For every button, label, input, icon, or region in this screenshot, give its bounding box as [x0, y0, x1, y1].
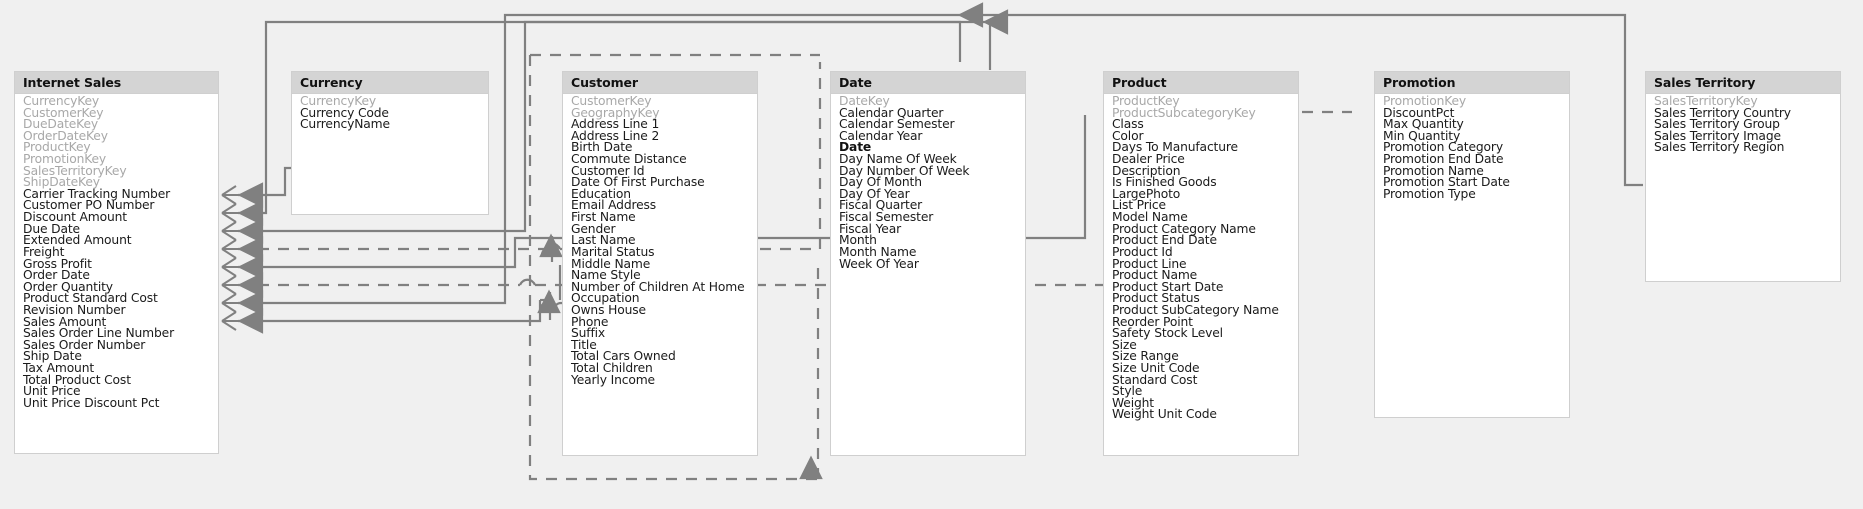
field-row[interactable]: Order Date [23, 268, 90, 283]
arrowhead-shipdate [238, 308, 264, 334]
field-row[interactable]: Standard Cost [1112, 372, 1198, 387]
arrowhead-customer [238, 200, 264, 226]
field-row[interactable]: CurrencyName [300, 117, 390, 132]
arrowhead-top-customer [983, 9, 1009, 35]
field-key[interactable]: DueDateKey [23, 117, 99, 132]
field-row[interactable]: Unit Price [23, 384, 81, 399]
field-row[interactable]: Safety Stock Level [1112, 326, 1223, 341]
arrowhead-duedate [238, 236, 264, 262]
field-row[interactable]: Yearly Income [571, 372, 655, 387]
field-row[interactable]: Due Date [23, 221, 80, 236]
field-row[interactable]: Sales Territory Image [1654, 128, 1781, 143]
arrowhead-promotion [238, 272, 264, 298]
relationship-currency [238, 140, 298, 197]
field-key[interactable]: OrderDateKey [23, 128, 108, 143]
field-row[interactable]: Style [1112, 384, 1143, 399]
arrowhead-up-date-bottom [799, 456, 823, 480]
field-row[interactable]: Size Unit Code [1112, 361, 1200, 376]
entity-title-date: Date [831, 72, 1025, 94]
field-row[interactable]: Sales Territory Group [1654, 117, 1780, 132]
field-row[interactable]: Sales Territory Region [1654, 140, 1785, 155]
field-key[interactable]: SalesTerritoryKey [1654, 94, 1758, 108]
line-hop-duedate [543, 242, 562, 250]
entity-title-promotion: Promotion [1375, 72, 1569, 94]
field-row[interactable]: Tax Amount [23, 361, 95, 376]
field-row[interactable]: Suffix [571, 326, 606, 341]
field-row[interactable]: Sales Amount [23, 314, 107, 329]
field-row[interactable]: Size Range [1112, 349, 1179, 364]
line-hop-promotion [518, 278, 537, 286]
field-row[interactable]: Total Product Cost [23, 372, 131, 387]
field-key[interactable]: ShipDateKey [23, 175, 100, 190]
field-row[interactable]: Extended Amount [23, 233, 132, 248]
field-row[interactable]: Product Standard Cost [23, 291, 158, 306]
field-row[interactable]: Weight Unit Code [1112, 407, 1217, 422]
field-row[interactable]: Revision Number [23, 302, 126, 317]
field-row[interactable]: Weight [1112, 395, 1154, 410]
relationship-shipdate [238, 298, 545, 323]
arrowhead-product [238, 254, 264, 280]
field-key[interactable]: ProductKey [23, 140, 91, 155]
entity-title-internet-sales: Internet Sales [15, 72, 218, 94]
arrowhead-up-customer-a [539, 234, 563, 258]
arrowhead-currency [238, 182, 264, 208]
arrowhead-salesterritory [238, 290, 264, 316]
field-row[interactable]: Order Quantity [23, 279, 113, 294]
arrowhead-orderdate [238, 218, 264, 244]
field-row[interactable]: Sales Order Number [23, 337, 146, 352]
crowsfoot-markers [221, 185, 238, 331]
field-row[interactable]: Ship Date [23, 349, 82, 364]
field-row[interactable]: Week Of Year [839, 256, 919, 271]
field-row[interactable]: Discount Amount [23, 210, 127, 225]
entity-title-sales-territory: Sales Territory [1646, 72, 1840, 94]
arrowhead-top-salesterritory [958, 2, 984, 28]
field-row[interactable]: Promotion Type [1383, 186, 1476, 201]
field-row[interactable]: Size [1112, 337, 1137, 352]
field-row[interactable]: Product SubCategory Name [1112, 302, 1279, 317]
field-row[interactable]: Sales Territory Country [1654, 105, 1791, 120]
entity-title-customer: Customer [563, 72, 757, 94]
field-key[interactable]: CurrencyKey [23, 94, 100, 108]
field-row[interactable]: Gross Profit [23, 256, 92, 271]
field-row[interactable]: Reorder Point [1112, 314, 1193, 329]
entity-title-currency: Currency [292, 72, 488, 94]
arrowhead-up-customer-b [537, 290, 561, 314]
field-row[interactable]: Customer PO Number [23, 198, 155, 213]
field-key[interactable]: SalesTerritoryKey [23, 163, 127, 178]
field-row[interactable]: Unit Price Discount Pct [23, 395, 160, 410]
field-key[interactable]: CustomerKey [23, 105, 104, 120]
field-row[interactable]: Freight [23, 244, 65, 259]
field-key[interactable]: PromotionKey [23, 152, 107, 167]
field-row[interactable]: Sales Order Line Number [23, 326, 174, 341]
entity-title-product: Product [1104, 72, 1298, 94]
field-row[interactable]: Carrier Tracking Number [23, 186, 171, 201]
